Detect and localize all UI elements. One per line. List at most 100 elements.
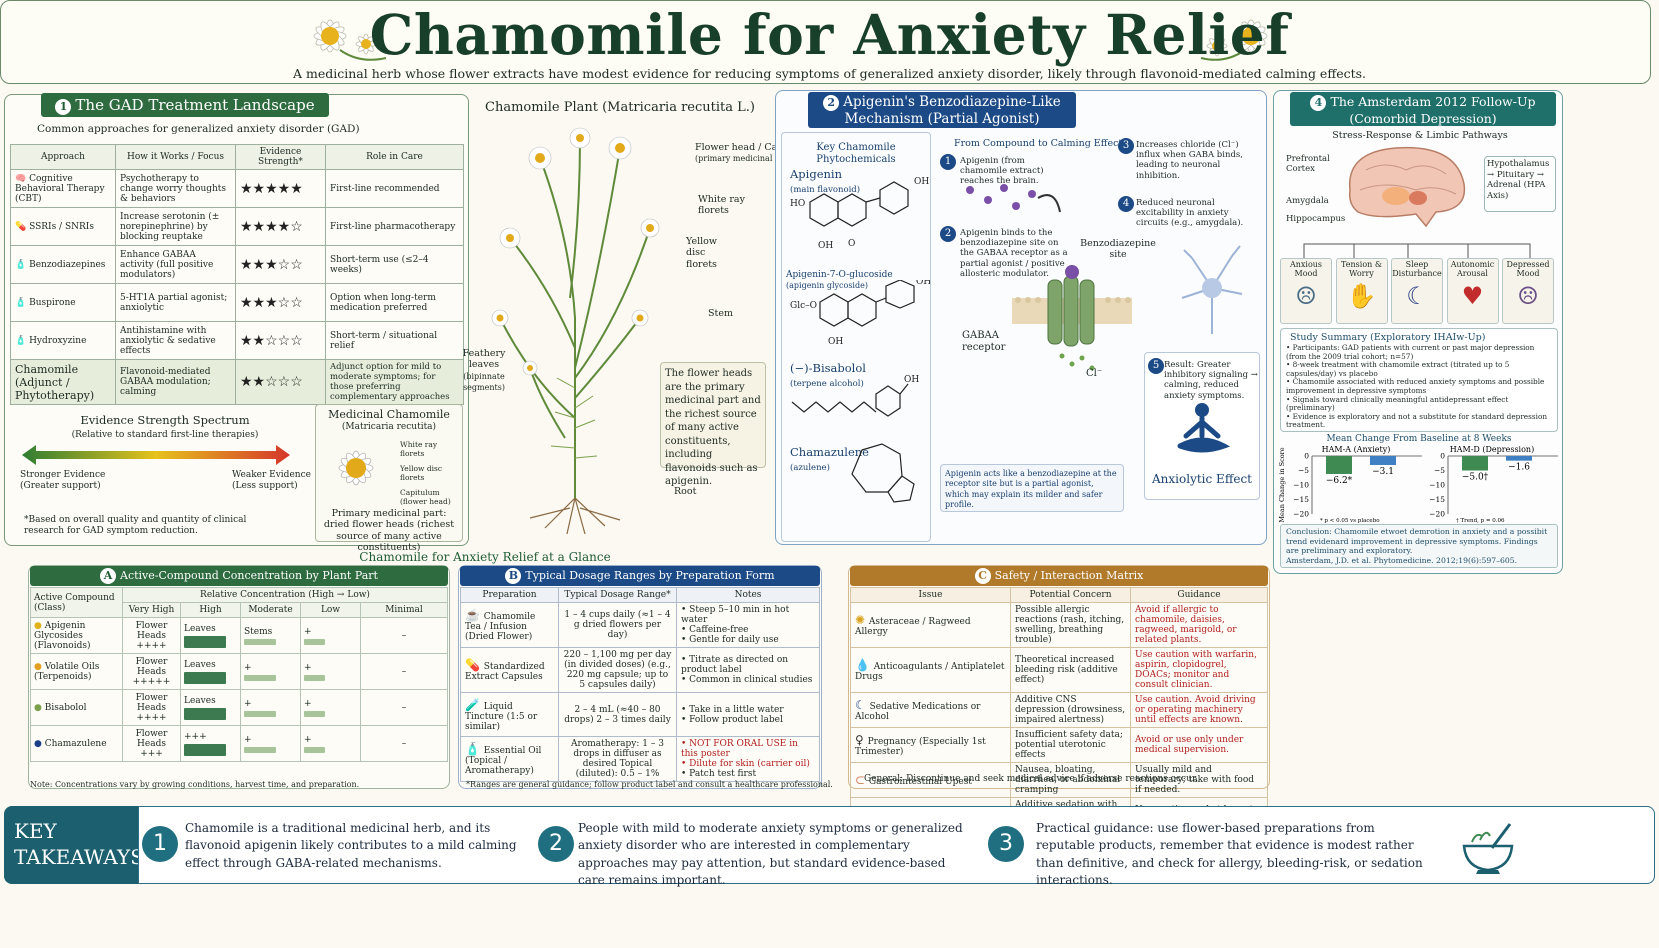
table-row: ☕ Chamomile Tea / Infusion (Dried Flower… <box>460 602 820 648</box>
bottle-icon: 🧴 <box>15 335 30 346</box>
takeaway-2-text: People with mild to moderate anxiety sym… <box>578 821 963 888</box>
compound-glucoside: Apigenin-7-O-glucoside(apigenin glycosid… <box>786 270 893 290</box>
mean-change-chart-title: Mean Change From Baseline at 8 Weeks <box>1326 434 1512 444</box>
concentration-table: Active Compound (Class)Relative Concentr… <box>30 587 448 762</box>
worry-icon: ✋ <box>1346 281 1377 310</box>
list-item: • 8-week treatment with chamomile extrac… <box>1286 360 1510 378</box>
concentration-bar <box>184 743 227 756</box>
sad-face-icon: ☹ <box>1517 281 1539 310</box>
page-subtitle: A medicinal herb whose flower extracts h… <box>292 66 1367 81</box>
chamazulene-structure <box>851 443 915 503</box>
table-row: Chamomile (Adjunct / Phytotherapy)Flavon… <box>10 359 464 405</box>
med-subtitle: (Matricaria recutita) <box>341 422 437 432</box>
med-label-disc: Yellow disc florets <box>400 464 443 482</box>
tick-label: −5 <box>1298 466 1309 475</box>
compound-dot-icon: ● <box>34 661 45 672</box>
mortar-pestle-icon <box>1462 823 1514 874</box>
chamomile-flower-icon <box>338 450 374 486</box>
table-row: 🧠 Cognitive Behavioral Therapy (CBT)Psyc… <box>10 169 464 208</box>
symptom-label: Depressed Mood <box>1506 260 1550 278</box>
symptom-card: Tension & Worry ✋ <box>1335 258 1388 324</box>
spectrum-title: Evidence Strength Spectrum <box>80 413 250 427</box>
data-label: −6.2* <box>1326 476 1353 486</box>
chart-footnote: † Trend, p = 0.06 <box>1456 518 1505 524</box>
plant-label-stem: Stem <box>708 308 733 319</box>
svg-text:OH: OH <box>904 375 919 385</box>
tick-label: −15 <box>1429 495 1445 504</box>
summary-list: • Participants: GAD patients with curren… <box>1286 343 1552 430</box>
step-2: Apigenin binds to the benzodiazepine sit… <box>960 228 1068 279</box>
concentration-bar <box>184 707 227 720</box>
flow-title: From Compound to Calming Effect <box>954 138 1123 149</box>
step-5: Result: Greater inhibitory signaling → c… <box>1164 360 1258 401</box>
phyto-title: Key Chamomile Phytochemicals <box>816 142 896 165</box>
daisy-right-icon <box>1200 19 1268 61</box>
heart-icon: ♥ <box>1461 281 1484 310</box>
bar <box>1506 456 1532 461</box>
symptom-label: Tension & Worry <box>1341 260 1382 278</box>
plant-note-box: The flower heads are the primary medicin… <box>660 362 766 487</box>
symptom-card: Anxious Mood ☹ <box>1280 258 1332 324</box>
dosage-note: *Ranges are general guidance; follow pro… <box>466 780 833 789</box>
bar <box>1370 456 1396 465</box>
concentration-bar <box>304 638 326 645</box>
bar <box>1462 456 1488 471</box>
takeaway-3-number: 3 <box>988 826 1024 862</box>
pill-icon: 💊 <box>15 221 30 232</box>
moon-icon: ☾ <box>1406 281 1428 310</box>
compound-apigenin: Apigenin(main flavonoid) <box>790 167 861 195</box>
list-item: • Participants: GAD patients with curren… <box>1286 343 1535 361</box>
conclusion-box: Conclusion: Chamomile etwoet demrotion i… <box>1280 524 1558 568</box>
concentration-bar <box>184 671 227 684</box>
symptom-label: Anxious Mood <box>1289 260 1323 278</box>
plant-label-ray: White ray florets <box>698 194 745 217</box>
blood-drop-icon: 💧 <box>855 658 874 672</box>
glucoside-structure: Glc–O OH OH <box>790 280 930 347</box>
tick-label: −20 <box>1429 510 1445 519</box>
svg-text:OH: OH <box>828 337 843 347</box>
table-row: ● Apigenin Glycosides (Flavonoids)Flower… <box>30 617 448 654</box>
tick-label: 0 <box>1304 452 1309 461</box>
svg-text:Glc–O: Glc–O <box>790 301 817 311</box>
tick-label: −15 <box>1293 495 1309 504</box>
sun-flower-icon: ✺ <box>855 613 869 627</box>
glance-title: Chamomile for Anxiety Relief at a Glance <box>359 550 611 564</box>
symptom-label: Autonomic Arousal <box>1450 260 1495 278</box>
concentration-bar <box>244 746 276 753</box>
neuron-icon <box>1181 245 1243 334</box>
step-3-badge: 3 <box>1118 138 1134 154</box>
med-label-ray: White ray florets <box>400 440 438 458</box>
svg-text:OH: OH <box>916 280 930 287</box>
anxiolytic-effect: Anxiolytic Effect <box>1152 472 1252 486</box>
list-item: • Signals toward clinically meaningful a… <box>1286 394 1509 413</box>
compound-bisabolol: (−)-Bisabolol(terpene alcohol) <box>790 361 866 389</box>
plant-label-disc: Yellow disc florets <box>686 236 717 270</box>
receptor-label: GABAA receptor <box>962 330 1006 353</box>
symptom-card: Sleep Disturbance☾ <box>1391 258 1443 324</box>
bisabolol-structure: OH <box>791 375 919 417</box>
face-icon: ☹ <box>1295 281 1317 310</box>
chloride-label: Cl⁻ <box>1086 368 1103 379</box>
table-row: 🧴 Essential Oil (Topical / Aromatherapy)… <box>460 736 820 782</box>
daisy-left-icon <box>313 19 387 61</box>
safety-general: General: Discontinue and seek medical ad… <box>864 774 1199 784</box>
medicinal-chamomile-box <box>315 404 463 542</box>
capsule-icon: 💊 <box>465 658 484 672</box>
chart-ylabel: Mean Change in Score <box>1278 447 1286 522</box>
brain-label-hippocampus: Hippocampus <box>1286 214 1346 224</box>
gad-table: Approach How it Works / Focus Evidence S… <box>10 144 464 405</box>
mechanism-note: Apigenin acts like a benzodiazepine at t… <box>940 464 1124 512</box>
data-label: −1.6 <box>1508 463 1530 473</box>
bar <box>1326 456 1352 474</box>
concentration-bar <box>304 710 326 717</box>
concentration-bar <box>184 635 227 648</box>
oil-bottle-icon: 🧴 <box>465 742 484 756</box>
